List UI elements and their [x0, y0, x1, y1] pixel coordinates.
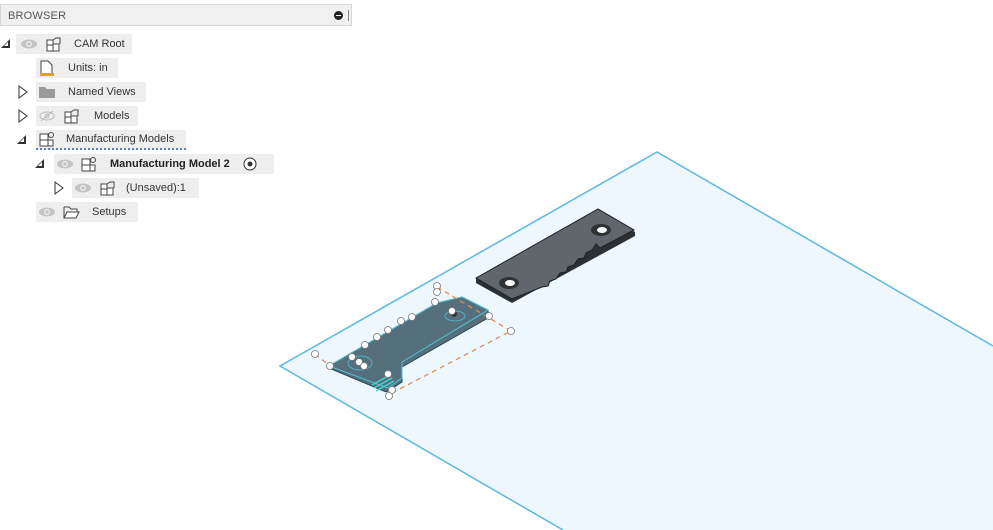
expanded-triangle-icon[interactable] [16, 133, 28, 147]
open-folder-icon [62, 204, 80, 220]
eye-icon[interactable] [56, 156, 74, 172]
tree-item-label: Models [94, 110, 130, 122]
tree-item-label: Named Views [68, 86, 136, 98]
active-radio-icon[interactable] [242, 156, 260, 172]
collapsed-triangle-icon[interactable] [17, 85, 29, 99]
tree-item-label: Setups [92, 206, 127, 218]
eye-icon[interactable] [38, 204, 56, 220]
collapsed-triangle-icon[interactable] [17, 109, 29, 123]
component-icon [62, 108, 80, 124]
part-comb-plate[interactable] [474, 208, 636, 303]
minus-circle-icon[interactable] [334, 11, 343, 20]
tree-item-label: Units: in [68, 62, 108, 74]
panel-resize-grip-icon[interactable] [348, 10, 349, 21]
stock-plane [280, 152, 993, 530]
manufacturing-model-icon [80, 156, 98, 172]
tree-item-label: Manufacturing Models [66, 133, 175, 145]
manufacturing-model-icon [38, 131, 56, 147]
part-selected-bracket[interactable] [311, 282, 515, 400]
plane-edge [278, 151, 993, 530]
eye-hidden-icon[interactable] [38, 108, 56, 124]
expanded-triangle-icon[interactable] [34, 157, 46, 171]
eye-icon[interactable] [74, 180, 92, 196]
tree-item-label: CAM Root [74, 38, 125, 50]
component-icon [44, 36, 62, 52]
eye-icon[interactable] [20, 36, 38, 52]
browser-panel-header: BROWSER [0, 4, 352, 26]
tree-item-label: Manufacturing Model 2 [110, 158, 230, 170]
expanded-triangle-icon[interactable] [0, 37, 12, 51]
folder-icon [38, 84, 56, 100]
tree-item-label: (Unsaved):1 [126, 182, 186, 194]
component-icon [98, 180, 116, 196]
collapsed-triangle-icon[interactable] [53, 181, 65, 195]
browser-title: BROWSER [8, 10, 67, 22]
units-document-icon [38, 60, 56, 76]
